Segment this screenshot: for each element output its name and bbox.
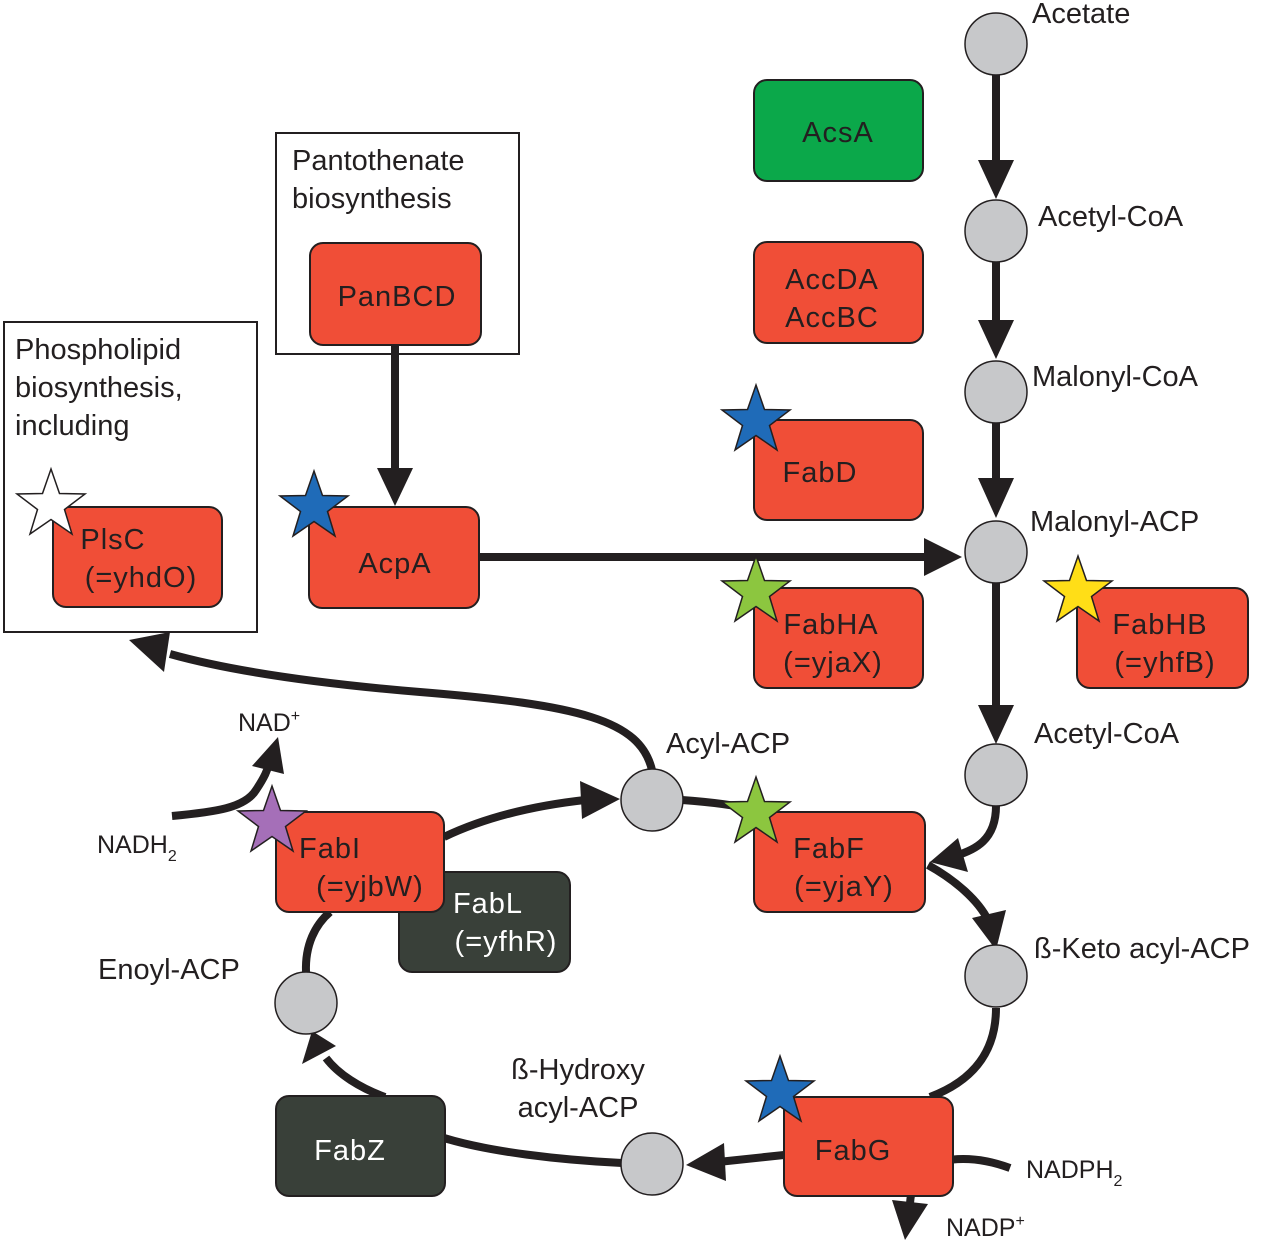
acpa-label: AcpA [358,548,431,580]
acetyl-coa-top-label: Acetyl-CoA [1038,201,1184,233]
arrowhead [252,737,284,774]
nad-plus-label: NAD+ [238,708,300,737]
arrow-enoyl-to-fabi [301,908,333,973]
arrowhead [129,632,170,672]
plsc-label: PlsC [80,524,145,556]
arrowhead [686,1143,726,1181]
fabf-label: FabF [793,833,865,865]
acetyl-coa-lower-label: Acetyl-CoA [1034,718,1180,750]
arrow-acylacp-to-phospholipid [168,650,656,772]
enoyl-acp-node [274,971,338,1035]
acetate-node [964,12,1028,76]
pantothenate-title-line2: biosynthesis [292,183,452,215]
nadp-plus-label: NADP+ [946,1213,1025,1242]
fabf-alias: (=yjaY) [794,871,894,903]
phospholipid-frame [3,321,258,633]
phospholipid-title-line3: including [15,410,129,442]
arrow-acetylcoa-to-fabf [953,805,1000,860]
acetyl-coa-node-lower [964,743,1028,807]
arrowhead [978,320,1014,359]
arrow-fabg-to-betahydroxy [717,1151,785,1166]
panbcd-label: PanBCD [338,281,457,313]
phospholipid-title-line2: biosynthesis, [15,372,183,404]
arrowhead [302,1031,336,1064]
arrow-betahydroxy-to-fabz [442,1134,623,1167]
accda-accbc-enzyme: AccDA AccBC [753,241,924,344]
fabg-label: FabG [815,1135,892,1167]
acetyl-coa-node-top [964,199,1028,263]
plsc-alias: (=yhdO) [85,562,198,594]
arrow-fabi-to-acylacp [442,796,586,841]
beta-hydroxy-acyl-acp-node [620,1132,684,1196]
fabf-enzyme: FabF (=yjaY) [753,811,926,913]
malonyl-coa-label: Malonyl-CoA [1032,361,1199,393]
fabi-enzyme: FabI (=yjbW) [275,811,445,913]
arrowhead [978,160,1014,199]
acetate-label: Acetate [1032,0,1130,30]
arrowhead [377,468,413,506]
fabhb-label: FabHB [1112,609,1207,641]
arrow-nadh2-to-nad [171,759,274,820]
arrowhead [924,538,962,576]
fabz-label: FabZ [314,1135,386,1167]
fabhb-enzyme: FabHB (=yhfB) [1076,587,1249,689]
panbcd-enzyme: PanBCD [309,242,482,346]
accda-label: AccDA [785,264,879,296]
accbc-label: AccBC [785,302,879,334]
arrowhead [972,910,1006,950]
malonyl-acp-label: Malonyl-ACP [1030,506,1199,538]
fabha-enzyme: FabHA (=yjaX) [753,587,924,689]
fabha-label: FabHA [783,609,878,641]
fabhb-alias: (=yhfB) [1114,647,1215,679]
plsc-enzyme: PlsC (=yhdO) [52,506,223,608]
fabl-alias: (=yfhR) [455,926,558,958]
fabl-label: FabL [453,888,523,920]
fabi-label: FabI [299,833,361,865]
nadph2-label: NADPH2 [1026,1156,1123,1190]
malonyl-acp-node [964,520,1028,584]
beta-keto-acyl-acp-label: ß-Keto acyl-ACP [1034,933,1250,965]
acyl-acp-node [620,768,684,832]
acpa-enzyme: AcpA [308,506,480,609]
nadh2-label: NADH2 [97,831,177,865]
arrowhead [930,838,968,872]
malonyl-coa-node [964,360,1028,424]
pantothenate-title-line1: Pantothenate [292,145,465,177]
fabi-alias: (=yjbW) [316,871,424,903]
fabz-enzyme: FabZ [275,1095,446,1197]
phospholipid-title-line1: Phospholipid [15,334,181,366]
enoyl-acp-label: Enoyl-ACP [98,954,240,986]
acsa-label: AcsA [802,117,874,149]
beta-keto-acyl-acp-node [964,944,1028,1008]
arrowhead [978,478,1014,518]
fabg-enzyme: FabG [783,1096,954,1197]
arrowhead [580,781,620,819]
acsa-enzyme: AcsA [753,79,924,182]
beta-hydroxy-label-line2: acyl-ACP [518,1092,639,1124]
fabd-label: FabD [783,457,858,489]
fabha-alias: (=yjaX) [783,647,883,679]
arrow-betaketo-to-fabg [928,1007,1000,1101]
fabd-enzyme: FabD [753,419,924,521]
beta-hydroxy-label-line1: ß-Hydroxy [511,1054,645,1086]
arrow-fabz-to-enoyl [322,1055,387,1101]
acyl-acp-label: Acyl-ACP [666,728,790,760]
arrow-fabf-to-betaketo [926,861,992,922]
arrowhead [892,1200,928,1240]
arrowhead [978,705,1014,744]
